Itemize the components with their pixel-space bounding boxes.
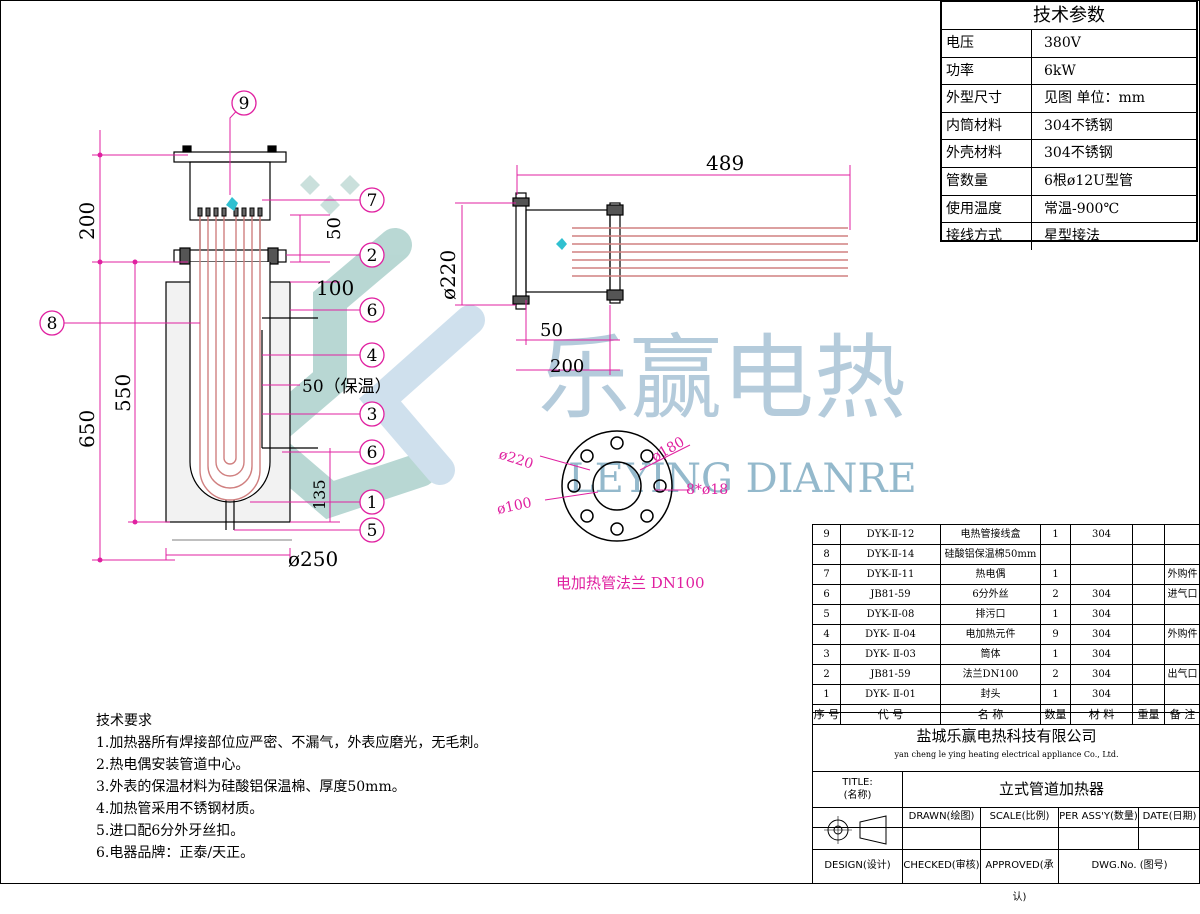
notes-title: 技术要求 [96, 713, 152, 729]
bom-header: 序 号代 号名 称数量材 料重量备 注 [813, 705, 1200, 725]
params-row: 外型尺寸见图 单位：mm [942, 85, 1196, 113]
balloon-8 [39, 310, 65, 336]
balloon-2 [359, 242, 385, 268]
balloon-9 [231, 90, 257, 116]
dim-200-side: 200 [550, 356, 584, 377]
svg-text:9: 9 [239, 94, 250, 114]
tech-requirements: 技术要求 1.加热器所有焊接部位应严密、不漏气，外表应磨光，无毛刺。 2.热电偶… [96, 710, 487, 864]
title-row: TITLE:(名称) 立式管道加热器 [813, 772, 1200, 808]
note-item: 5.进口配6分外牙丝扣。 [96, 823, 245, 839]
dim-135: 135 [310, 479, 329, 510]
flange-outer [561, 430, 673, 542]
company-name-en: yan cheng le ying heating electrical app… [894, 750, 1119, 759]
projection-icon [824, 815, 887, 845]
flange-view [561, 430, 673, 542]
dim-100: 100 [316, 276, 354, 300]
front-view [165, 145, 318, 541]
note-item: 6.电器品牌：正泰/天正。 [96, 845, 255, 861]
note-item: 3.外表的保温材料为硅酸铝保温棉、厚度50mm。 [96, 779, 406, 795]
dim-489: 489 [706, 151, 744, 175]
flange-d100: ø100 [496, 495, 534, 518]
drawn-row: DRAWN(绘图) SCALE(比例) PER ASS'Y(数量) DATE(日… [813, 808, 1200, 828]
balloon-leaders [64, 102, 362, 531]
balloon-7 [359, 187, 385, 213]
svg-text:1: 1 [367, 493, 378, 513]
svg-text:6: 6 [367, 301, 378, 321]
flange-caption: 电加热管法兰 DN100 [556, 574, 705, 592]
svg-text:3: 3 [367, 405, 378, 425]
svg-text:6: 6 [367, 443, 378, 463]
title-label: TITLE:(名称) [813, 772, 903, 807]
svg-text:8: 8 [47, 314, 58, 334]
flange-bore [592, 461, 642, 511]
svg-text:7: 7 [367, 191, 378, 211]
dim-50-side: 50 [540, 320, 563, 341]
thermocouple-icon [226, 197, 238, 211]
note-item: 4.加热管采用不锈钢材质。 [96, 801, 264, 817]
flange-d220: ø220 [497, 447, 535, 473]
balloon-4 [359, 342, 385, 368]
note-item: 2.热电偶安装管道中心。 [96, 757, 250, 773]
heating-tubes-front [199, 212, 261, 501]
side-thermocouple-icon [556, 238, 567, 250]
heating-tubes-side [572, 227, 848, 277]
balloon-6b [359, 439, 385, 465]
balloon-3 [359, 401, 385, 427]
side-view [512, 192, 624, 310]
params-title: 技术参数 [942, 2, 1196, 30]
front-dimensions [92, 130, 340, 561]
side-junction-box [525, 209, 611, 293]
side-dimensions [455, 165, 851, 375]
dim-d220-side: ø220 [436, 250, 460, 300]
note-item: 1.加热器所有焊接部位应严密、不漏气，外表应磨光，无毛刺。 [96, 735, 488, 751]
dim-d250: ø250 [288, 547, 338, 571]
watermark-logo [233, 175, 485, 520]
balloon-6a [359, 297, 385, 323]
design-row: DESIGN(设计) CHECKED(审核) APPROVED(承认) DWG.… [813, 850, 1200, 903]
dim-50: 50 [324, 217, 345, 240]
balloons [39, 90, 385, 543]
company-name-cn: 盐城乐赢电热科技有限公司 [916, 727, 1097, 745]
title-block: 盐城乐赢电热科技有限公司 yan cheng le ying heating e… [812, 712, 1200, 903]
dim-650: 650 [75, 410, 99, 448]
params-row: 接线方式星型接法 [942, 223, 1196, 250]
side-flange [609, 202, 621, 304]
svg-text:2: 2 [367, 246, 378, 266]
svg-text:4: 4 [367, 346, 378, 366]
balloon-1 [359, 489, 385, 515]
flange-holes: 8*ø18 [686, 482, 728, 498]
svg-text:5: 5 [367, 521, 378, 541]
company-cell: 盐城乐赢电热科技有限公司 yan cheng le ying heating e… [813, 713, 1200, 772]
blank-row [813, 815, 1200, 850]
watermark-cn: 乐赢电热 [538, 325, 906, 432]
dim-insulation: 50（保温） [302, 377, 392, 397]
drawing-canvas: 乐赢电热 LEYING DIANRE [0, 0, 1200, 884]
side-dim-labels: 489 ø220 50 200 [436, 151, 744, 377]
dim-200: 200 [75, 202, 99, 240]
drawing-title: 立式管道加热器 [998, 780, 1104, 798]
projection-symbol [813, 815, 903, 849]
balloon-5 [359, 517, 385, 543]
balloon-labels: 9 7 2 6 4 3 6 1 5 8 [47, 94, 378, 541]
dim-550: 550 [111, 374, 135, 412]
flange-dim-labels: ø220 ø180 ø100 8*ø18 电加热管法兰 DN100 [496, 434, 729, 592]
params-row: 使用温度常温-900℃ [942, 195, 1196, 224]
